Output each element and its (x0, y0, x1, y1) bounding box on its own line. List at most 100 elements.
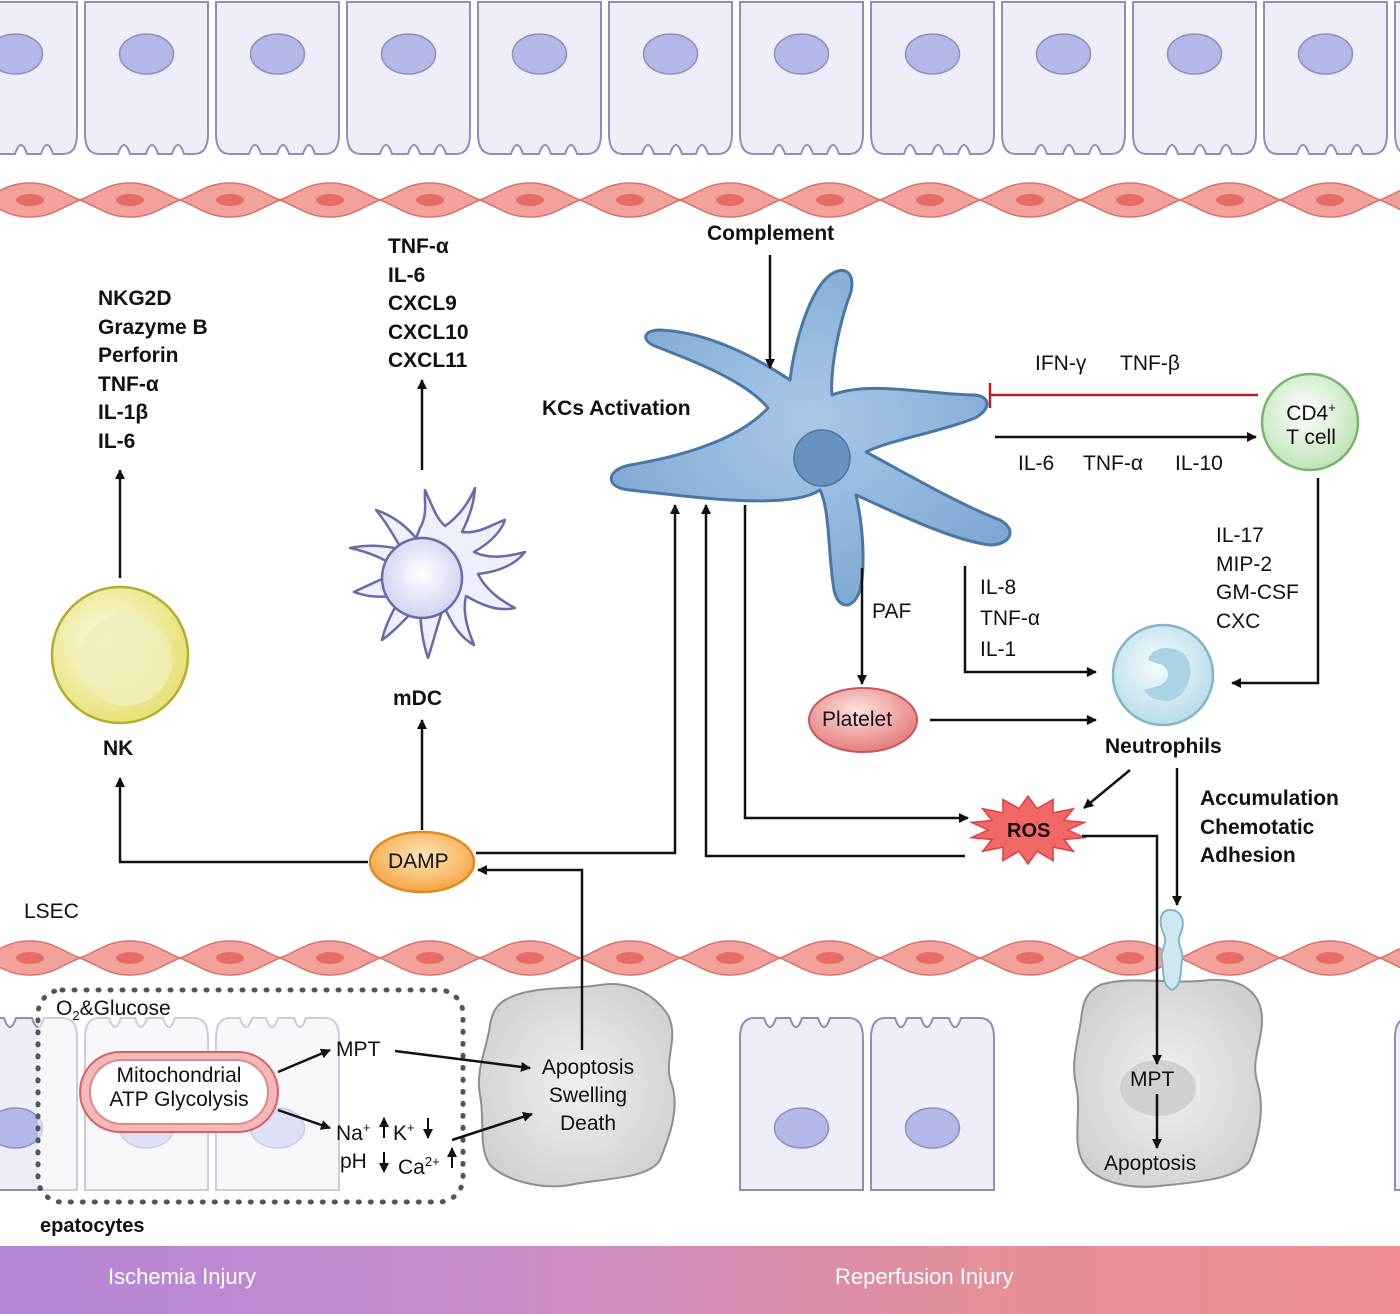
lsec-cell-icon (577, 182, 683, 218)
platelet-label: Platelet (822, 708, 893, 731)
arrow-layer (115, 255, 1320, 1149)
arrow-apoptosis-to-damp (477, 865, 584, 1050)
arrow-ros-to-kc (701, 504, 965, 858)
lsec-cell-icon (377, 940, 483, 976)
lsec-cell-icon (1077, 182, 1183, 218)
hepatocyte-icon (870, 1017, 995, 1191)
nk-product: Perforin (98, 344, 179, 367)
kc-tcell-cytokine-1: IL-6 (1018, 452, 1055, 475)
ros-label: ROS (1007, 820, 1051, 842)
paf-label: PAF (872, 600, 912, 623)
nk-product: NKG2D (98, 287, 172, 310)
arrow-mpt-to-apoptosis-left (394, 1049, 531, 1072)
lsec-cell-icon (977, 940, 1083, 976)
kupffer-cell-icon (609, 268, 1012, 607)
lsec-cell-icon (677, 940, 783, 976)
mpt-right-label: MPT (1130, 1068, 1175, 1091)
arrow-neutrophils-to-ros (1083, 769, 1131, 809)
kc-neutrophil-cytokine-list: IL-8 TNF-α IL-1 (980, 572, 1040, 665)
lsec-cell-icon (277, 940, 383, 976)
ion-arrows (379, 1117, 457, 1173)
mpt-left-label: MPT (336, 1038, 381, 1061)
arrow-mito-to-ions (277, 1108, 331, 1130)
arrow-tcell-to-neutrophils (1231, 478, 1320, 688)
neutrophil-action: Adhesion (1200, 844, 1296, 867)
cd4-label: CD4+T cell (1286, 400, 1336, 449)
hepatocytes-label: epatocytes (40, 1215, 145, 1237)
inhibition-tcell-to-kc (988, 383, 1258, 408)
lsec-cell-icon (777, 940, 883, 976)
arrow-damp-to-kc (476, 504, 680, 855)
lsec-label: LSEC (24, 900, 79, 923)
hepatocyte-icon (1263, 1, 1388, 155)
hepatocyte-icon (1001, 1, 1126, 155)
nk-product: IL-6 (98, 429, 136, 453)
kc-neutrophil-cytokine: IL-8 (980, 576, 1017, 599)
lsec-cell-icon (677, 182, 783, 218)
lsec-cell-icon (1177, 182, 1283, 218)
ca-label: Ca2+ (398, 1154, 440, 1179)
hepatocyte-icon (346, 1, 471, 155)
lsec-cell-icon (1377, 189, 1400, 211)
cell-fate: Death (559, 1112, 617, 1135)
arrow-ions-to-apoptosis (451, 1112, 533, 1142)
nk-product: Grazyme B (98, 315, 208, 339)
kc-tcell-cytokine-2: TNF-α (1083, 452, 1143, 475)
neutrophils-label: Neutrophils (1105, 735, 1222, 758)
tcell-cytokine: IL-17 (1216, 524, 1264, 547)
mitochondrion-icon (79, 1051, 279, 1133)
neutrophil-actions-list: Accumulation Chemotatic Adhesion (1200, 785, 1339, 871)
ischemia-injury-label: Ischemia Injury (108, 1264, 256, 1289)
hepatocyte-icon (84, 1, 209, 155)
complement-label: Complement (707, 222, 835, 245)
lsec-cell-icon (977, 182, 1083, 218)
platelet-icon (808, 687, 918, 753)
lsec-cell-icon (1377, 947, 1400, 969)
tcell-cytokine-list: IL-17 MIP-2 GM-CSF CXC (1216, 522, 1299, 636)
mdc-product: IL-6 (388, 263, 426, 287)
nk-product: IL-1β (98, 401, 149, 424)
mdc-product: TNF-α (388, 235, 449, 258)
top-hepatocyte-row (0, 1, 1400, 155)
cell-fate: Swelling (548, 1084, 628, 1107)
hepatocyte-icon (0, 1, 78, 155)
reperfusion-injury-label: Reperfusion Injury (835, 1264, 1014, 1289)
lsec-cell-icon (1277, 182, 1383, 218)
nk-product: TNF-α (98, 372, 159, 396)
nk-cell-icon (50, 585, 190, 725)
kc-neutrophil-cytokine: TNF-α (980, 607, 1040, 630)
hepatocyte-icon (739, 1, 864, 155)
lsec-cell-icon (777, 182, 883, 218)
bottom-lsec-row (0, 940, 1400, 976)
lsec-cell-icon (477, 940, 583, 976)
lsec-cell-icon (0, 940, 83, 976)
hepatocyte-icon (739, 1017, 864, 1191)
dendritic-cell-icon (348, 486, 527, 660)
lsec-cell-icon (877, 940, 983, 976)
mdc-product: CXCL9 (388, 292, 457, 315)
lsec-cell-icon (177, 940, 283, 976)
lsec-cell-icon (77, 940, 183, 976)
lsec-cell-icon (0, 182, 83, 218)
tnf-beta-label: TNF-β (1120, 352, 1180, 375)
o2-glucose-label: O2&Glucose (56, 997, 171, 1024)
arrow-damp-to-nk (115, 777, 368, 864)
arrow-ros-to-mpt (1082, 834, 1162, 1065)
kcs-activation-label: KCs Activation (542, 397, 691, 420)
apoptosis-right-label: Apoptosis (1104, 1152, 1197, 1175)
mdc-label: mDC (393, 687, 443, 710)
apoptosis-swelling-death-list: Apoptosis Swelling Death (528, 1054, 648, 1138)
kc-tcell-cytokine-3: IL-10 (1175, 452, 1223, 475)
damp-icon (368, 830, 476, 894)
lsec-cell-icon (1077, 940, 1183, 976)
arrow-kc-to-ros (743, 505, 969, 823)
lsec-cell-icon (877, 182, 983, 218)
hepatocyte-icon (1132, 1, 1257, 155)
hepatocyte-icon (870, 1, 995, 155)
lsec-cell-icon (1177, 940, 1283, 976)
lsec-cell-icon (177, 182, 283, 218)
mdc-products-list: TNF-α IL-6 CXCL9 CXCL10 CXCL11 (388, 233, 469, 376)
kc-neutrophil-cytokine: IL-1 (980, 638, 1017, 661)
